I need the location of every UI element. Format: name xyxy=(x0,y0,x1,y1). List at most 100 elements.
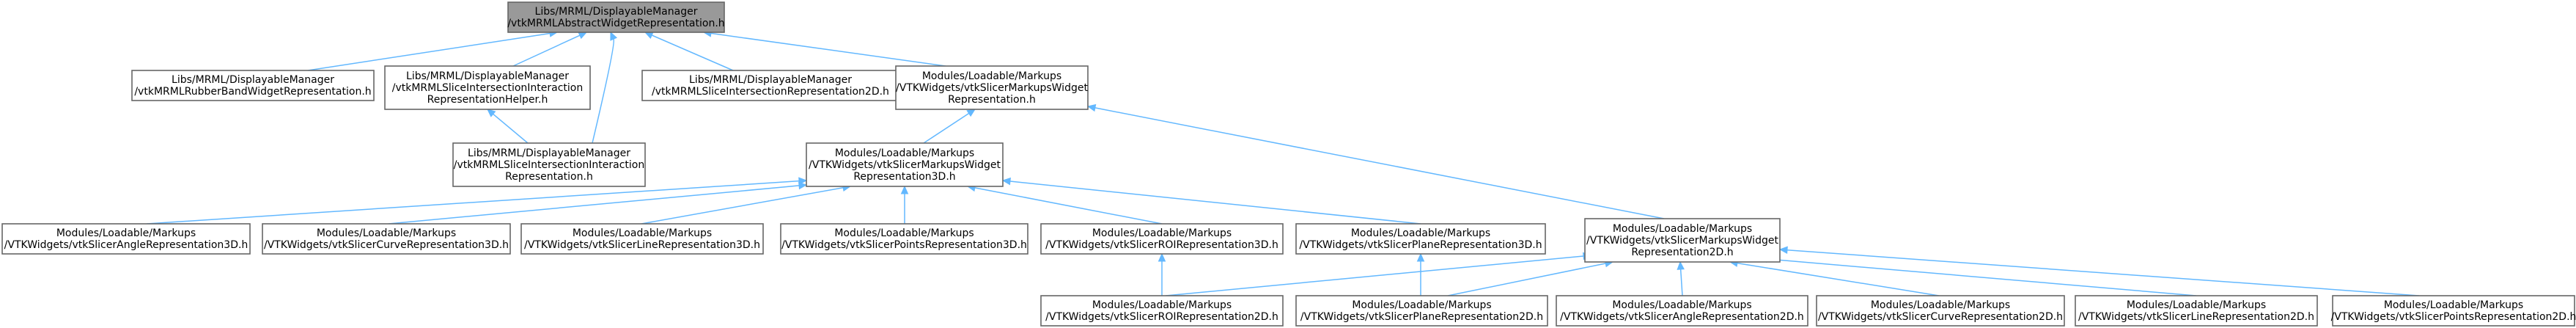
node-box[interactable] xyxy=(1584,218,1781,263)
graph-node-n1[interactable]: Libs/MRML/DisplayableManager/vtkMRMLRubb… xyxy=(131,70,375,101)
node-label-line: /VTKWidgets/vtkSlicerCurveRepresentation… xyxy=(1818,311,2063,323)
node-box[interactable] xyxy=(1040,223,1284,255)
edge-n7-n4-arrowhead xyxy=(1086,103,1097,112)
node-label-line: /vtkMRMLSliceIntersectionInteraction xyxy=(454,159,645,171)
edge-n16-n7 xyxy=(1677,260,1685,296)
edges-layer xyxy=(146,29,2420,296)
edge-n7-n4-line xyxy=(1094,107,1665,219)
edge-n5-n2-line xyxy=(493,113,529,144)
node-label-line: /VTKWidgets/vtkSlicerAngleRepresentation… xyxy=(1560,311,1804,323)
edge-n7-n4 xyxy=(1086,103,1665,219)
edge-n15-n7-line xyxy=(1447,263,1606,296)
edge-n16-n7-line xyxy=(1679,269,1683,296)
edge-n2-n0-line xyxy=(512,34,581,67)
node-box[interactable] xyxy=(641,70,899,101)
node-box[interactable] xyxy=(1295,223,1546,255)
node-label-line: Modules/Loadable/Markups xyxy=(1092,299,1232,311)
node-box[interactable] xyxy=(2075,295,2318,327)
node-box[interactable] xyxy=(806,142,1004,187)
node-label-line: Modules/Loadable/Markups xyxy=(317,227,456,239)
edge-n12-n6 xyxy=(966,183,1163,225)
node-box[interactable] xyxy=(1040,295,1284,327)
node-label-line: Modules/Loadable/Markups xyxy=(1351,227,1490,239)
node-label-line: /VTKWidgets/vtkSlicerMarkupsWidget xyxy=(809,159,1001,171)
edge-n16-n7-arrowhead xyxy=(1677,260,1685,270)
node-box[interactable] xyxy=(1556,295,1808,327)
graph-node-n2[interactable]: Libs/MRML/DisplayableManager/vtkMRMLSlic… xyxy=(384,65,591,110)
edge-n11-n6-arrowhead xyxy=(900,185,909,194)
graph-node-n18[interactable]: Modules/Loadable/Markups/VTKWidgets/vtkS… xyxy=(2075,295,2318,327)
graph-node-n7[interactable]: Modules/Loadable/Markups/VTKWidgets/vtkS… xyxy=(1584,218,1781,263)
graph-node-n3[interactable]: Libs/MRML/DisplayableManager/vtkMRMLSlic… xyxy=(641,70,899,101)
graph-node-n17[interactable]: Modules/Loadable/Markups/VTKWidgets/vtkS… xyxy=(1816,295,2065,327)
node-box[interactable] xyxy=(895,65,1089,110)
edge-n14-n12 xyxy=(1158,252,1166,296)
node-label-line: /VTKWidgets/vtkSlicerROIRepresentation2D… xyxy=(1045,311,1278,323)
node-label-line: /VTKWidgets/vtkSlicerPlaneRepresentation… xyxy=(1299,239,1542,251)
node-box[interactable] xyxy=(1,223,251,255)
node-box[interactable] xyxy=(507,1,725,33)
node-box[interactable] xyxy=(452,142,646,187)
node-box[interactable] xyxy=(520,223,764,255)
edge-n11-n6 xyxy=(900,185,909,224)
node-label-line: Libs/MRML/DisplayableManager xyxy=(406,70,569,82)
graph-node-n19[interactable]: Modules/Loadable/Markups/VTKWidgets/vtkS… xyxy=(2331,295,2576,327)
edge-n18-n7-line xyxy=(1766,258,2197,296)
node-label-line: /VTKWidgets/vtkSlicerMarkupsWidget xyxy=(896,82,1088,94)
node-label-line: Modules/Loadable/Markups xyxy=(2384,299,2523,311)
edge-n1-n0 xyxy=(307,29,559,71)
graph-node-n14[interactable]: Modules/Loadable/Markups/VTKWidgets/vtkS… xyxy=(1040,295,1284,327)
edge-n15-n13 xyxy=(1416,252,1425,296)
node-box[interactable] xyxy=(131,70,375,101)
node-box[interactable] xyxy=(2332,295,2575,327)
node-label-line: Representation.h xyxy=(948,94,1036,106)
node-label-line: /VTKWidgets/vtkSlicerPointsRepresentatio… xyxy=(781,239,1027,251)
edge-n6-n4-arrowhead xyxy=(966,109,976,117)
graph-node-n13[interactable]: Modules/Loadable/Markups/VTKWidgets/vtkS… xyxy=(1295,223,1546,255)
node-label-line: Libs/MRML/DisplayableManager xyxy=(468,147,630,159)
edge-n13-n6-line xyxy=(1009,181,1421,225)
graph-node-n9[interactable]: Modules/Loadable/Markups/VTKWidgets/vtkS… xyxy=(262,223,511,255)
graph-node-n8[interactable]: Modules/Loadable/Markups/VTKWidgets/vtkS… xyxy=(1,223,251,255)
edge-n14-n7-line xyxy=(1165,255,1584,296)
graph-node-n12[interactable]: Modules/Loadable/Markups/VTKWidgets/vtkS… xyxy=(1040,223,1284,255)
graph-node-n0[interactable]: Libs/MRML/DisplayableManager/vtkMRMLAbst… xyxy=(507,1,725,33)
edge-n4-n0 xyxy=(702,29,946,67)
graph-node-n16[interactable]: Modules/Loadable/Markups/VTKWidgets/vtkS… xyxy=(1556,295,1808,327)
edge-n3-n0 xyxy=(644,32,734,71)
node-box[interactable] xyxy=(780,223,1028,255)
node-box[interactable] xyxy=(262,223,511,255)
node-label-line: /VTKWidgets/vtkSlicerPointsRepresentatio… xyxy=(2331,311,2576,323)
node-box[interactable] xyxy=(384,65,591,110)
graph-node-n6[interactable]: Modules/Loadable/Markups/VTKWidgets/vtkS… xyxy=(806,142,1004,187)
edge-n6-n4 xyxy=(923,109,976,144)
edge-n5-n2 xyxy=(487,109,529,144)
node-box[interactable] xyxy=(1816,295,2065,327)
edge-n5-n2-arrowhead xyxy=(487,109,496,117)
edge-n17-n7-line xyxy=(1737,262,1940,296)
node-label-line: /VTKWidgets/vtkSlicerMarkupsWidget xyxy=(1586,235,1778,247)
graph-node-n4[interactable]: Modules/Loadable/Markups/VTKWidgets/vtkS… xyxy=(895,65,1089,110)
edge-n9-n6-arrowhead xyxy=(798,181,808,190)
edge-n15-n7 xyxy=(1447,259,1614,296)
edge-n6-n4-line xyxy=(923,112,970,144)
edge-n14-n7 xyxy=(1165,252,1592,296)
node-label-line: Modules/Loadable/Markups xyxy=(922,70,1061,82)
edge-n19-n7 xyxy=(1778,246,2420,296)
edge-n12-n6-line xyxy=(974,187,1163,225)
node-box[interactable] xyxy=(1295,295,1548,327)
node-label-line: Representation.h xyxy=(505,171,593,183)
edge-n13-n6-arrowhead xyxy=(1001,177,1011,186)
node-label-line: Modules/Loadable/Markups xyxy=(1612,299,1751,311)
node-label-line: Modules/Loadable/Markups xyxy=(835,147,974,159)
graph-node-n15[interactable]: Modules/Loadable/Markups/VTKWidgets/vtkS… xyxy=(1295,295,1548,327)
graph-node-n10[interactable]: Modules/Loadable/Markups/VTKWidgets/vtkS… xyxy=(520,223,764,255)
node-label-line: Modules/Loadable/Markups xyxy=(1871,299,2010,311)
node-label-line: /vtkMRMLSliceIntersectionRepresentation2… xyxy=(652,86,889,98)
graph-node-n11[interactable]: Modules/Loadable/Markups/VTKWidgets/vtkS… xyxy=(780,223,1028,255)
graph-node-n5[interactable]: Libs/MRML/DisplayableManager/vtkMRMLSlic… xyxy=(452,142,646,187)
node-label-line: /VTKWidgets/vtkSlicerLineRepresentation3… xyxy=(524,239,760,251)
node-label-line: Modules/Loadable/Markups xyxy=(2127,299,2266,311)
